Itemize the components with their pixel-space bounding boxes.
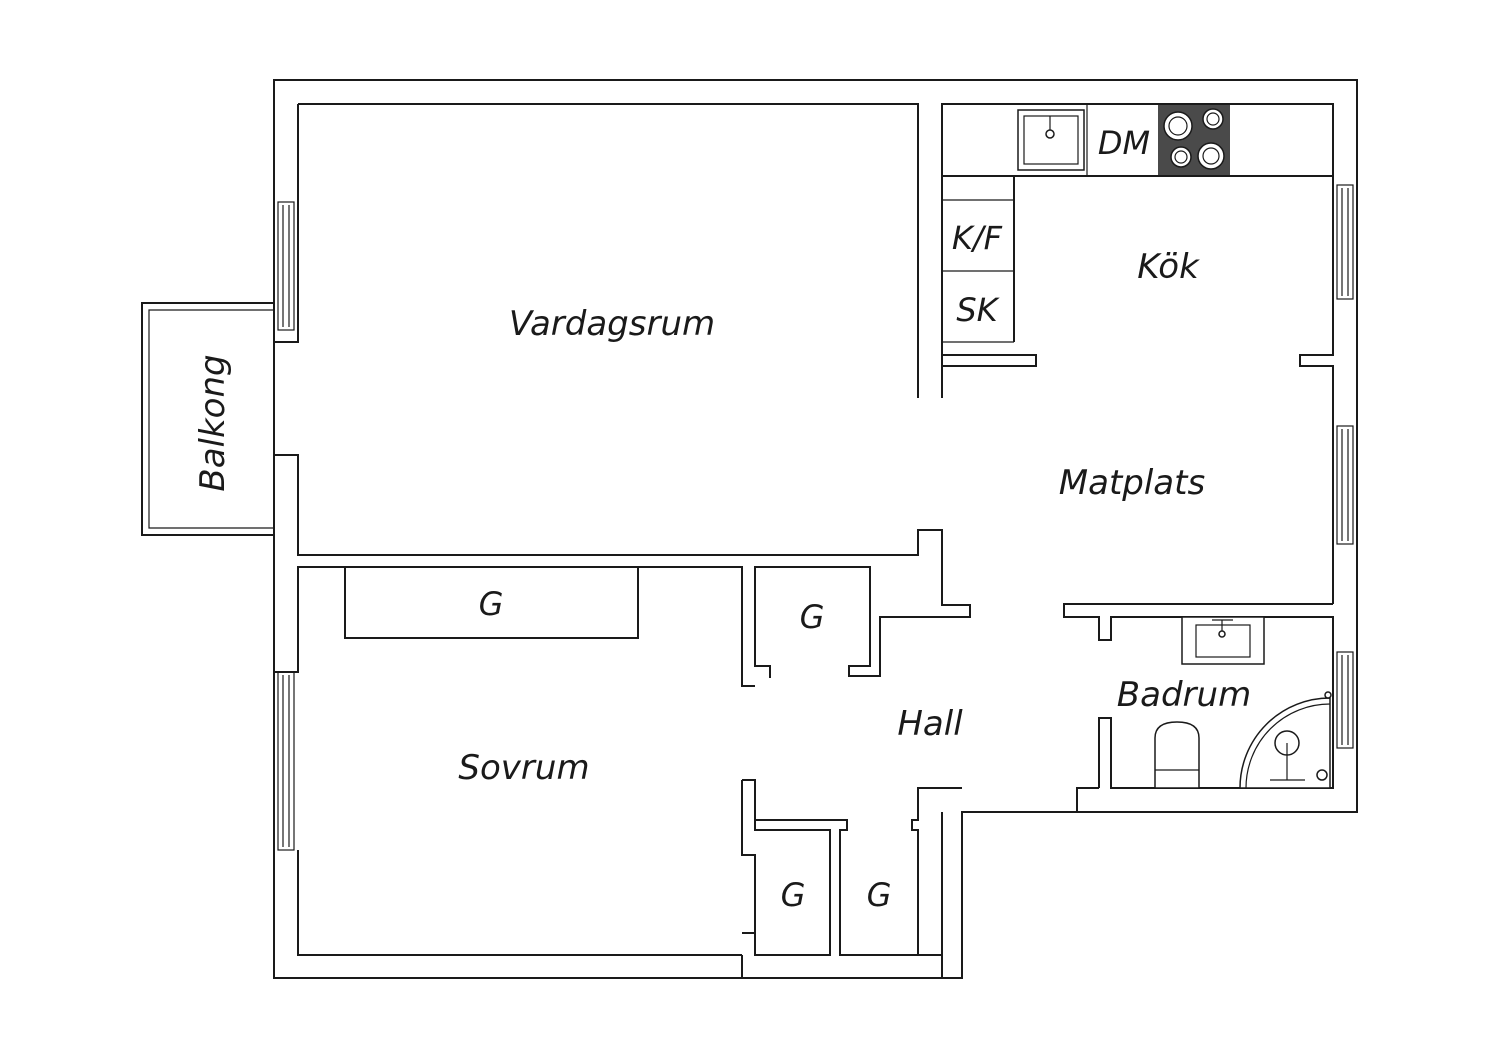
room-label-sovrum: Sovrum (458, 748, 589, 788)
toilet (1154, 721, 1200, 789)
kitchen-sink (1017, 109, 1085, 171)
room-label-hall: Hall (897, 704, 963, 744)
fixture-label-kf: K/F (952, 219, 1003, 257)
window-marks (277, 184, 1354, 851)
room-label-kok: Kök (1137, 247, 1200, 287)
kitchen-fixtures (942, 104, 1333, 367)
room-label-matplats: Matplats (1059, 463, 1205, 503)
fixture-labels: DM K/F SK G G G G (479, 124, 1151, 914)
fixture-label-sk: SK (956, 291, 1000, 329)
fixture-label-dm: DM (1098, 124, 1150, 162)
wardrobe-label-1: G (479, 585, 504, 623)
room-label-vardagsrum: Vardagsrum (509, 304, 715, 344)
wardrobe-label-3: G (781, 876, 806, 914)
wardrobe-label-2: G (800, 598, 825, 636)
wardrobe-label-4: G (867, 876, 892, 914)
room-label-badrum: Badrum (1117, 675, 1251, 715)
room-label-balkong: Balkong (193, 354, 233, 491)
balcony (141, 302, 274, 536)
outer-walls (273, 79, 1358, 979)
room-labels: Vardagsrum Kök Matplats Balkong Sovrum H… (193, 247, 1251, 788)
bedroom-walls (274, 566, 962, 978)
bathroom-walls (1063, 603, 1334, 812)
